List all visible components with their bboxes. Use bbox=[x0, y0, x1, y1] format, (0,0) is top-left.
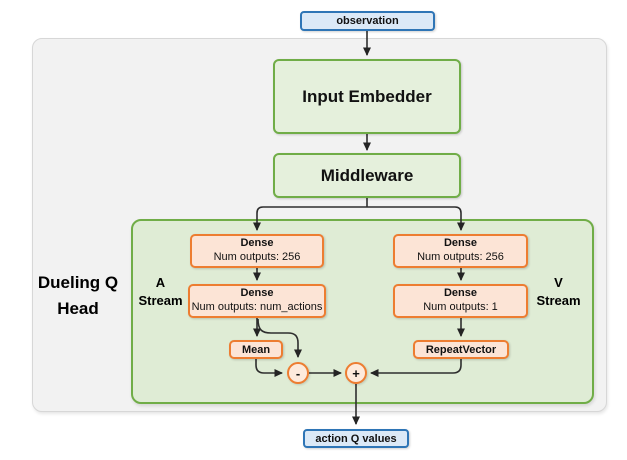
dense-title: Dense bbox=[443, 237, 478, 250]
dueling-q-head-label-line1: Dueling Q bbox=[37, 273, 119, 292]
minus-operator-node: - bbox=[287, 362, 309, 384]
plus-operator-node: + bbox=[345, 362, 367, 384]
observation-label: observation bbox=[336, 15, 399, 27]
input-embedder-label: Input Embedder bbox=[302, 86, 432, 106]
action-q-values-node: action Q values bbox=[303, 429, 409, 448]
middleware-node: Middleware bbox=[273, 153, 461, 198]
v-stream-label-line2: Stream bbox=[536, 292, 581, 308]
dense-title: Dense bbox=[240, 287, 274, 300]
input-embedder-node: Input Embedder bbox=[273, 59, 461, 134]
v-stream-label-line1: V bbox=[554, 275, 563, 290]
mean-label: Mean bbox=[241, 343, 271, 356]
v-stream-dense2-node: Dense Num outputs: 1 bbox=[393, 284, 528, 318]
action-q-values-label: action Q values bbox=[315, 432, 397, 445]
repeat-vector-label: RepeatVector bbox=[425, 343, 497, 356]
v-stream-label: V Stream bbox=[530, 274, 587, 309]
dense-num-outputs: Num outputs: 1 bbox=[423, 301, 498, 313]
dense-num-outputs: Num outputs: num_actions bbox=[191, 301, 323, 313]
dense-title: Dense bbox=[240, 237, 274, 250]
dueling-q-head-label: Dueling Q Head bbox=[22, 270, 134, 321]
a-stream-label-line2: Stream bbox=[138, 292, 183, 308]
plus-symbol: + bbox=[352, 365, 360, 381]
dense-title: Dense bbox=[443, 287, 478, 300]
dueling-q-head-label-line2: Head bbox=[57, 298, 99, 318]
a-stream-dense1-node: Dense Num outputs: 256 bbox=[190, 234, 324, 268]
a-stream-label-line1: A bbox=[155, 275, 166, 290]
a-stream-label: A Stream bbox=[133, 274, 188, 309]
dense-num-outputs: Num outputs: 256 bbox=[417, 251, 504, 263]
minus-symbol: - bbox=[295, 365, 301, 381]
v-stream-dense1-node: Dense Num outputs: 256 bbox=[393, 234, 528, 268]
dense-num-outputs: Num outputs: 256 bbox=[213, 251, 301, 263]
observation-node: observation bbox=[300, 11, 435, 31]
middleware-label: Middleware bbox=[320, 165, 414, 185]
mean-node: Mean bbox=[229, 340, 283, 359]
repeat-vector-node: RepeatVector bbox=[413, 340, 509, 359]
a-stream-dense2-node: Dense Num outputs: num_actions bbox=[188, 284, 326, 318]
